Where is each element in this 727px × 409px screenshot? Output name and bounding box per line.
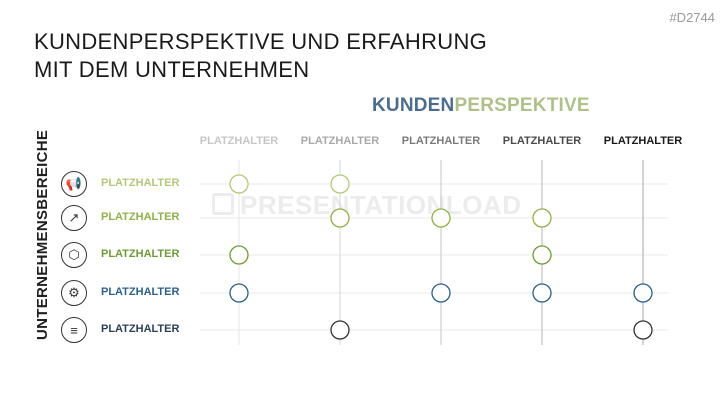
stack-icon: ≡: [61, 317, 87, 343]
marker-r5-c5: [633, 320, 653, 340]
perspective-title: KUNDENPERSPEKTIVE: [372, 95, 590, 117]
title-line-2: MIT DEM UNTERNEHMEN: [34, 57, 310, 82]
marker-r3-c4: [532, 245, 552, 265]
slide-code: #D2744: [669, 10, 715, 25]
perspective-title-part1: KUNDEN: [372, 95, 455, 116]
box-icon: ⬡: [61, 242, 87, 268]
watermark: PRESENTATIONLOAD: [240, 190, 522, 220]
marker-r4-c4: [532, 283, 552, 303]
perspective-title-part2: PERSPEKTIVE: [454, 95, 590, 116]
column-header-1: PLATZHALTER: [199, 135, 279, 147]
marker-r2-c4: [532, 208, 552, 228]
marker-r4-c3: [431, 283, 451, 303]
megaphone-icon: 📢: [61, 171, 87, 197]
column-header-5: PLATZHALTER: [603, 135, 683, 147]
row-label-1: PLATZHALTER: [101, 177, 180, 189]
column-header-2: PLATZHALTER: [300, 135, 380, 147]
row-label-5: PLATZHALTER: [101, 323, 180, 335]
column-header-4: PLATZHALTER: [502, 135, 582, 147]
marker-r2-c3: [431, 208, 451, 228]
row-axis-label: UNTERNEHMENSBEREICHE: [34, 129, 51, 340]
marker-r1-c1: [229, 174, 249, 194]
row-label-2: PLATZHALTER: [101, 211, 180, 223]
marker-r2-c2: [330, 208, 350, 228]
row-label-3: PLATZHALTER: [101, 248, 180, 260]
marker-r4-c5: [633, 283, 653, 303]
marker-r5-c2: [330, 320, 350, 340]
marker-r4-c1: [229, 283, 249, 303]
marker-r3-c1: [229, 245, 249, 265]
page-title: KUNDENPERSPEKTIVE UND ERFAHRUNG MIT DEM …: [34, 28, 487, 84]
column-header-3: PLATZHALTER: [401, 135, 481, 147]
chart-growth-icon: ↗: [61, 205, 87, 231]
row-label-4: PLATZHALTER: [101, 286, 180, 298]
gears-icon: ⚙: [61, 280, 87, 306]
marker-r1-c2: [330, 174, 350, 194]
title-line-1: KUNDENPERSPEKTIVE UND ERFAHRUNG: [34, 29, 488, 54]
watermark-logo-icon: [212, 193, 234, 215]
